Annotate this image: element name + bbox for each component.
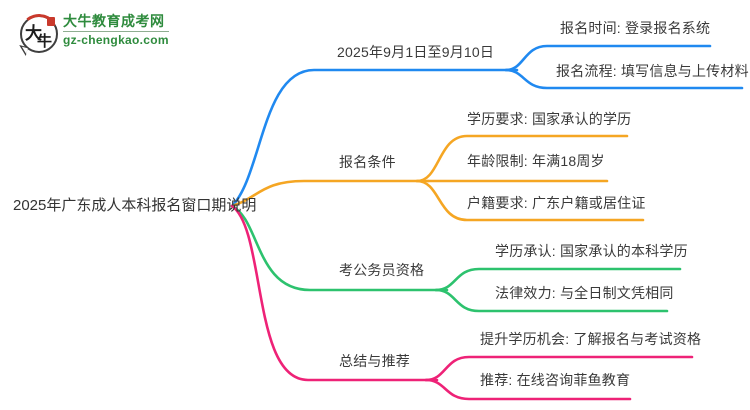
- logo-char-da: 大: [25, 24, 42, 43]
- branch-lines-registration-window: [230, 44, 744, 208]
- subtopic-label-residency-requirement: 户籍要求: 广东户籍或居住证: [467, 195, 646, 211]
- central-topic: 2025年广东成人本科报名窗口期说明: [13, 197, 257, 214]
- branch-label-summary: 总结与推荐: [339, 353, 410, 369]
- subtopic-label-signup-time: 报名时间: 登录报名系统: [560, 20, 711, 36]
- subtopic-label-age-limit: 年龄限制: 年满18周岁: [467, 153, 605, 169]
- branch-lines-requirements: [230, 134, 645, 222]
- branch-label-civil-service: 考公务员资格: [339, 262, 425, 278]
- site-logo: 大 牛 大牛教育成考网 gz-chengkao.com: [17, 12, 169, 56]
- branch-label-requirements: 报名条件: [339, 154, 396, 170]
- branch-lines-civil-service: [230, 204, 682, 313]
- logo-char-niu: 牛: [37, 34, 53, 50]
- red-seal-icon: [47, 17, 55, 26]
- subtopic-label-legal-effect: 法律效力: 与全日制文凭相同: [495, 285, 674, 301]
- subtopic-label-recommendation: 推荐: 在线咨询菲鱼教育: [480, 372, 631, 388]
- subtopic-label-upgrade-opportunity: 提升学历机会: 了解报名与考试资格: [480, 331, 702, 347]
- logo-divider: [63, 31, 169, 32]
- bull-logo-icon: 大 牛: [17, 12, 61, 56]
- subtopic-label-signup-process: 报名流程: 填写信息与上传材料: [556, 63, 749, 79]
- branch-label-registration-window: 2025年9月1日至9月10日: [337, 44, 495, 60]
- logo-title: 大牛教育成考网: [63, 13, 165, 29]
- branch-lines-summary: [230, 204, 694, 401]
- logo-text-block: 大牛教育成考网 gz-chengkao.com: [63, 12, 169, 47]
- logo-domain: gz-chengkao.com: [63, 33, 169, 47]
- subtopic-label-education-requirement: 学历要求: 国家承认的学历: [467, 111, 632, 127]
- subtopic-label-degree-recognition: 学历承认: 国家承认的本科学历: [495, 243, 688, 259]
